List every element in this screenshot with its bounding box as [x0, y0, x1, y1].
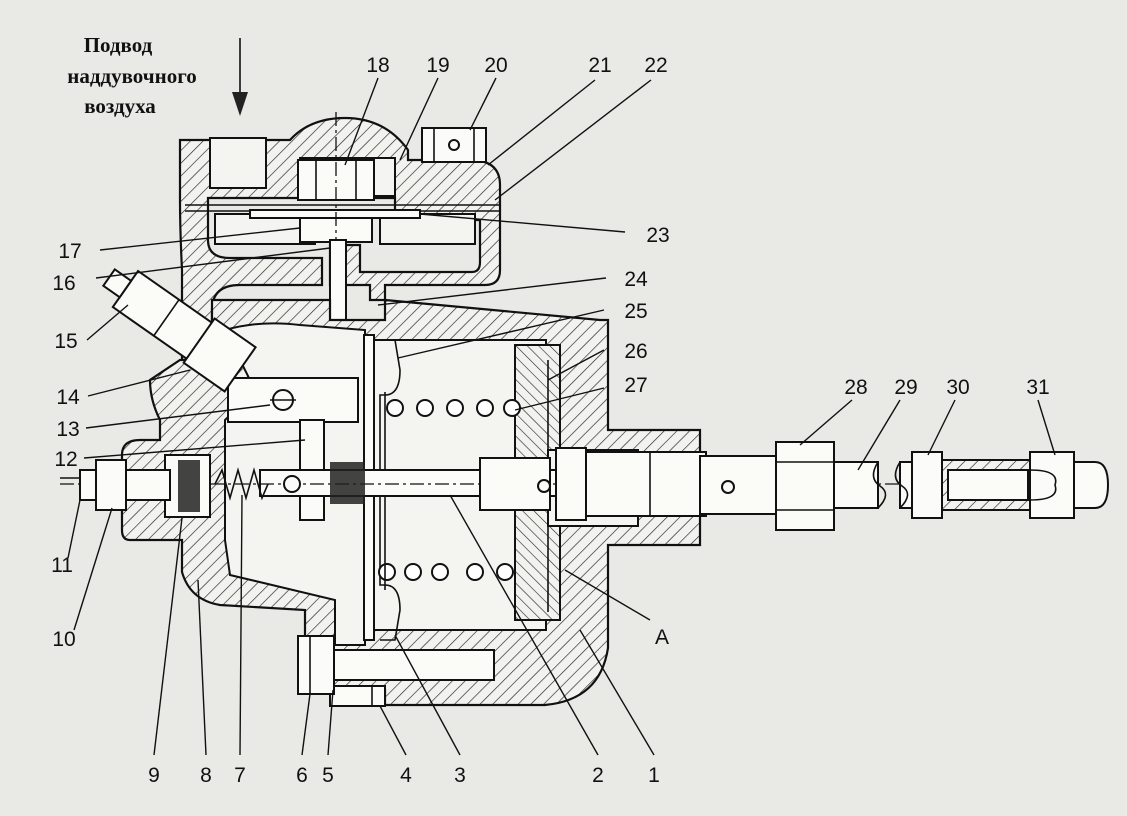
label-1: 1: [648, 764, 660, 787]
label-a: A: [655, 626, 669, 649]
title-line-1: Подвод: [84, 33, 153, 57]
label-3: 3: [454, 764, 466, 787]
part-6-bolt: [297, 635, 495, 695]
label-19: 19: [426, 54, 449, 77]
label-29: 29: [894, 376, 917, 399]
label-5: 5: [322, 764, 334, 787]
label-8: 8: [200, 764, 212, 787]
label-26: 26: [624, 340, 647, 363]
part-number-labels: 1 2 3 4 5 6 7 8 9 10 11 12 13 14 15 16 1…: [51, 54, 1050, 787]
air-inlet-title: Подвод наддувочного воздуха: [67, 33, 196, 118]
label-31: 31: [1026, 376, 1049, 399]
label-13: 13: [56, 418, 79, 441]
part-10-11-screw: [60, 459, 171, 511]
part-28-union-nut: [775, 441, 835, 531]
part-9-plug: [164, 454, 211, 518]
inlet-port: [209, 137, 267, 189]
label-27: 27: [624, 374, 647, 397]
label-10: 10: [52, 628, 75, 651]
part-7-spring: [214, 467, 269, 501]
label-9: 9: [148, 764, 160, 787]
label-28: 28: [844, 376, 867, 399]
part-14-15-sensor: [101, 267, 258, 393]
label-22: 22: [644, 54, 667, 77]
label-2: 2: [592, 764, 604, 787]
leader-lines: [67, 77, 1056, 756]
label-23: 23: [646, 224, 669, 247]
air-inlet-arrow: [232, 38, 248, 116]
label-30: 30: [946, 376, 969, 399]
label-11: 11: [51, 554, 73, 577]
label-4: 4: [400, 764, 412, 787]
label-16: 16: [52, 272, 75, 295]
label-20: 20: [484, 54, 507, 77]
title-line-2: наддувочного: [67, 64, 196, 88]
part-29-pipe: [833, 461, 921, 509]
label-18: 18: [366, 54, 389, 77]
label-15: 15: [54, 330, 77, 353]
label-14: 14: [56, 386, 80, 409]
label-6: 6: [296, 764, 308, 787]
part-2-shaft: [60, 447, 1110, 521]
label-12: 12: [54, 448, 77, 471]
label-25: 25: [624, 300, 647, 323]
part-20-screw: [421, 127, 487, 163]
label-7: 7: [234, 764, 246, 787]
part-30-31-fitting: [911, 451, 1110, 519]
label-17: 17: [58, 240, 81, 263]
title-line-3: воздуха: [84, 94, 156, 118]
label-21: 21: [588, 54, 611, 77]
label-24: 24: [624, 268, 648, 291]
